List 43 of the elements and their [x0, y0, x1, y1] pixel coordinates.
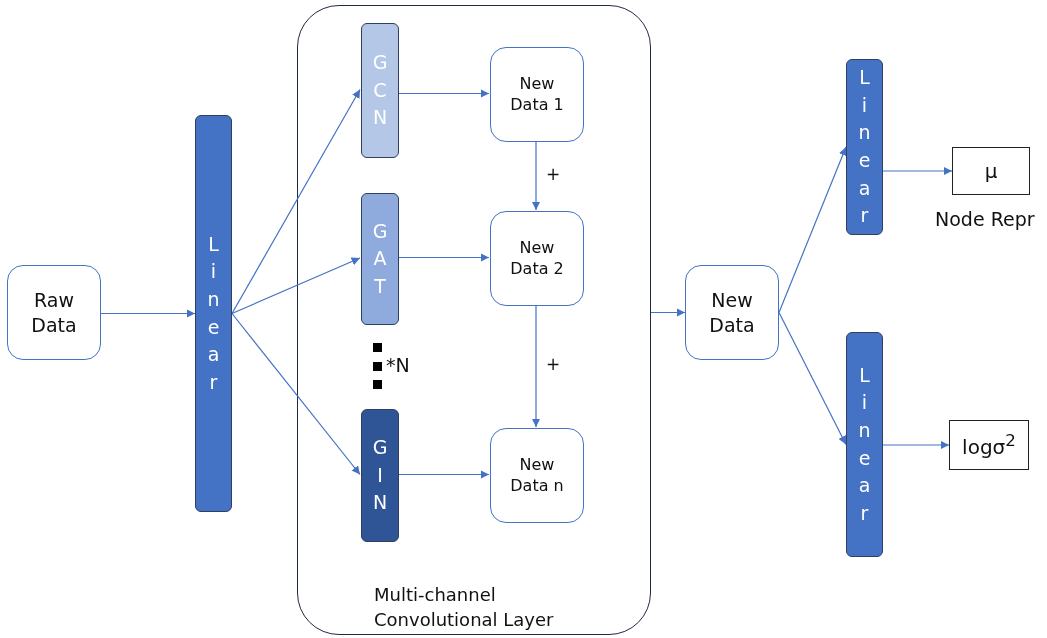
data-box — [490, 211, 584, 306]
arrow — [231, 257, 361, 315]
output-label: logσ$^{2}$ — [962, 431, 1016, 459]
arrow — [778, 146, 847, 314]
layer-label: GAT — [372, 218, 388, 299]
layer-bar — [361, 409, 399, 542]
output-box — [949, 420, 1029, 470]
arrow — [531, 140, 541, 211]
layer-bar — [361, 23, 399, 158]
layer-bar — [846, 332, 883, 557]
arrow — [882, 166, 953, 176]
data-label: New Data 2 — [509, 237, 565, 280]
data-box — [7, 265, 101, 360]
data-box — [490, 47, 584, 142]
data-label: New Data — [708, 287, 756, 338]
data-box — [685, 265, 779, 360]
layer-bar — [361, 193, 399, 325]
data-box — [490, 428, 584, 523]
layer-group-frame — [297, 5, 651, 635]
layer-bar — [195, 115, 232, 512]
arrow — [650, 308, 686, 317]
arrow — [778, 311, 847, 446]
arrow — [397, 470, 490, 479]
layer-label: Linear — [858, 362, 871, 526]
arrow — [231, 312, 361, 476]
layer-bar — [846, 59, 883, 235]
layer-label: Linear — [858, 65, 871, 229]
data-label: New Data n — [509, 454, 565, 497]
arrow — [397, 253, 490, 262]
output-caption: Node Repr — [935, 208, 1035, 230]
layer-label: Linear — [207, 231, 220, 395]
arrow — [100, 309, 196, 318]
group-title: Multi-channel Convolutional Layer — [374, 582, 555, 632]
arrow — [882, 440, 950, 450]
data-label: New Data 1 — [509, 73, 565, 116]
output-label: μ — [984, 159, 998, 183]
layer-label: GIN — [372, 435, 388, 516]
arrow — [531, 304, 541, 428]
layer-label: GCN — [372, 50, 388, 131]
data-label: Raw Data — [30, 287, 78, 338]
repeat-label: *N — [386, 354, 410, 376]
arrow — [397, 89, 490, 98]
arrow — [231, 88, 361, 315]
